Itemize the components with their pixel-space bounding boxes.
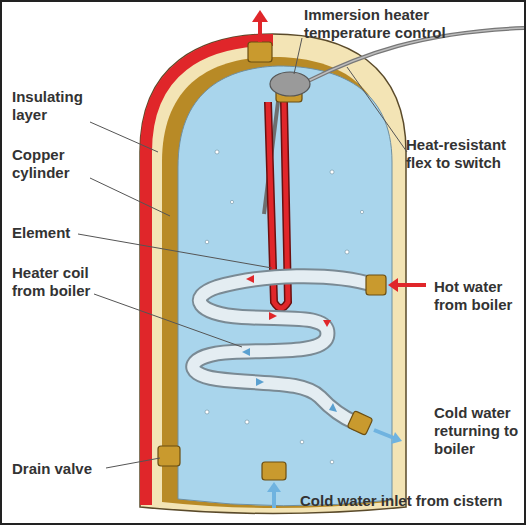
- inlet-fitting: [366, 275, 386, 295]
- bubble: [330, 170, 334, 174]
- part-label: Insulating layer: [12, 88, 97, 124]
- leader-line: [106, 458, 160, 468]
- water-volume: [178, 66, 392, 506]
- bubble: [360, 210, 363, 213]
- heater-coil: [193, 276, 374, 423]
- leader-line: [78, 234, 272, 268]
- coil-outline: [193, 276, 374, 423]
- cold-inlet-fitting: [262, 462, 286, 480]
- return-arrow-head: [391, 432, 402, 444]
- leader-line: [347, 67, 407, 152]
- leader-line: [90, 178, 170, 216]
- drain-valve: [158, 446, 180, 466]
- top-outlet-arrow-head: [252, 10, 268, 22]
- flow-arrow: [269, 312, 277, 320]
- bubble: [345, 250, 349, 254]
- cold-inlet-arrow-head: [267, 482, 281, 492]
- part-label: Heater coil from boiler: [12, 264, 98, 300]
- bubble: [245, 420, 249, 424]
- temperature-control: [270, 72, 310, 96]
- part-label: Copper cylinder: [12, 146, 92, 182]
- bubble: [230, 200, 233, 203]
- flow-arrow: [329, 403, 337, 412]
- leader-lines: [78, 38, 407, 468]
- hot-water-arrow-head: [388, 278, 398, 292]
- top-outlet-arrow-shaft: [258, 20, 262, 42]
- flow-arrow: [242, 348, 250, 356]
- part-label: Cold water returning to boiler: [434, 404, 526, 458]
- part-label: Drain valve: [12, 460, 112, 478]
- hot-water-arrow-shaft: [394, 283, 426, 287]
- bubble: [205, 410, 209, 414]
- flow-arrow: [246, 275, 254, 283]
- bubble: [330, 460, 334, 464]
- outer-casing: [140, 34, 406, 514]
- part-label: Immersion heater temperature control: [304, 6, 504, 42]
- part-label: Element: [12, 224, 102, 242]
- bubble: [205, 240, 209, 244]
- leader-line: [294, 38, 302, 74]
- leader-line: [90, 122, 158, 152]
- flow-arrow: [256, 378, 264, 386]
- leader-line: [94, 294, 242, 347]
- bubble: [300, 440, 304, 444]
- outlet-fitting: [347, 411, 373, 436]
- return-arrow-shaft: [374, 430, 394, 438]
- part-label: Heat-resistant flex to switch: [406, 136, 510, 172]
- top-outlet-fitting: [248, 42, 272, 62]
- flow-arrow: [323, 320, 331, 327]
- bubble: [215, 150, 219, 154]
- part-label: Hot water from boiler: [434, 278, 526, 314]
- part-label: Cold water inlet from cistern: [300, 492, 526, 510]
